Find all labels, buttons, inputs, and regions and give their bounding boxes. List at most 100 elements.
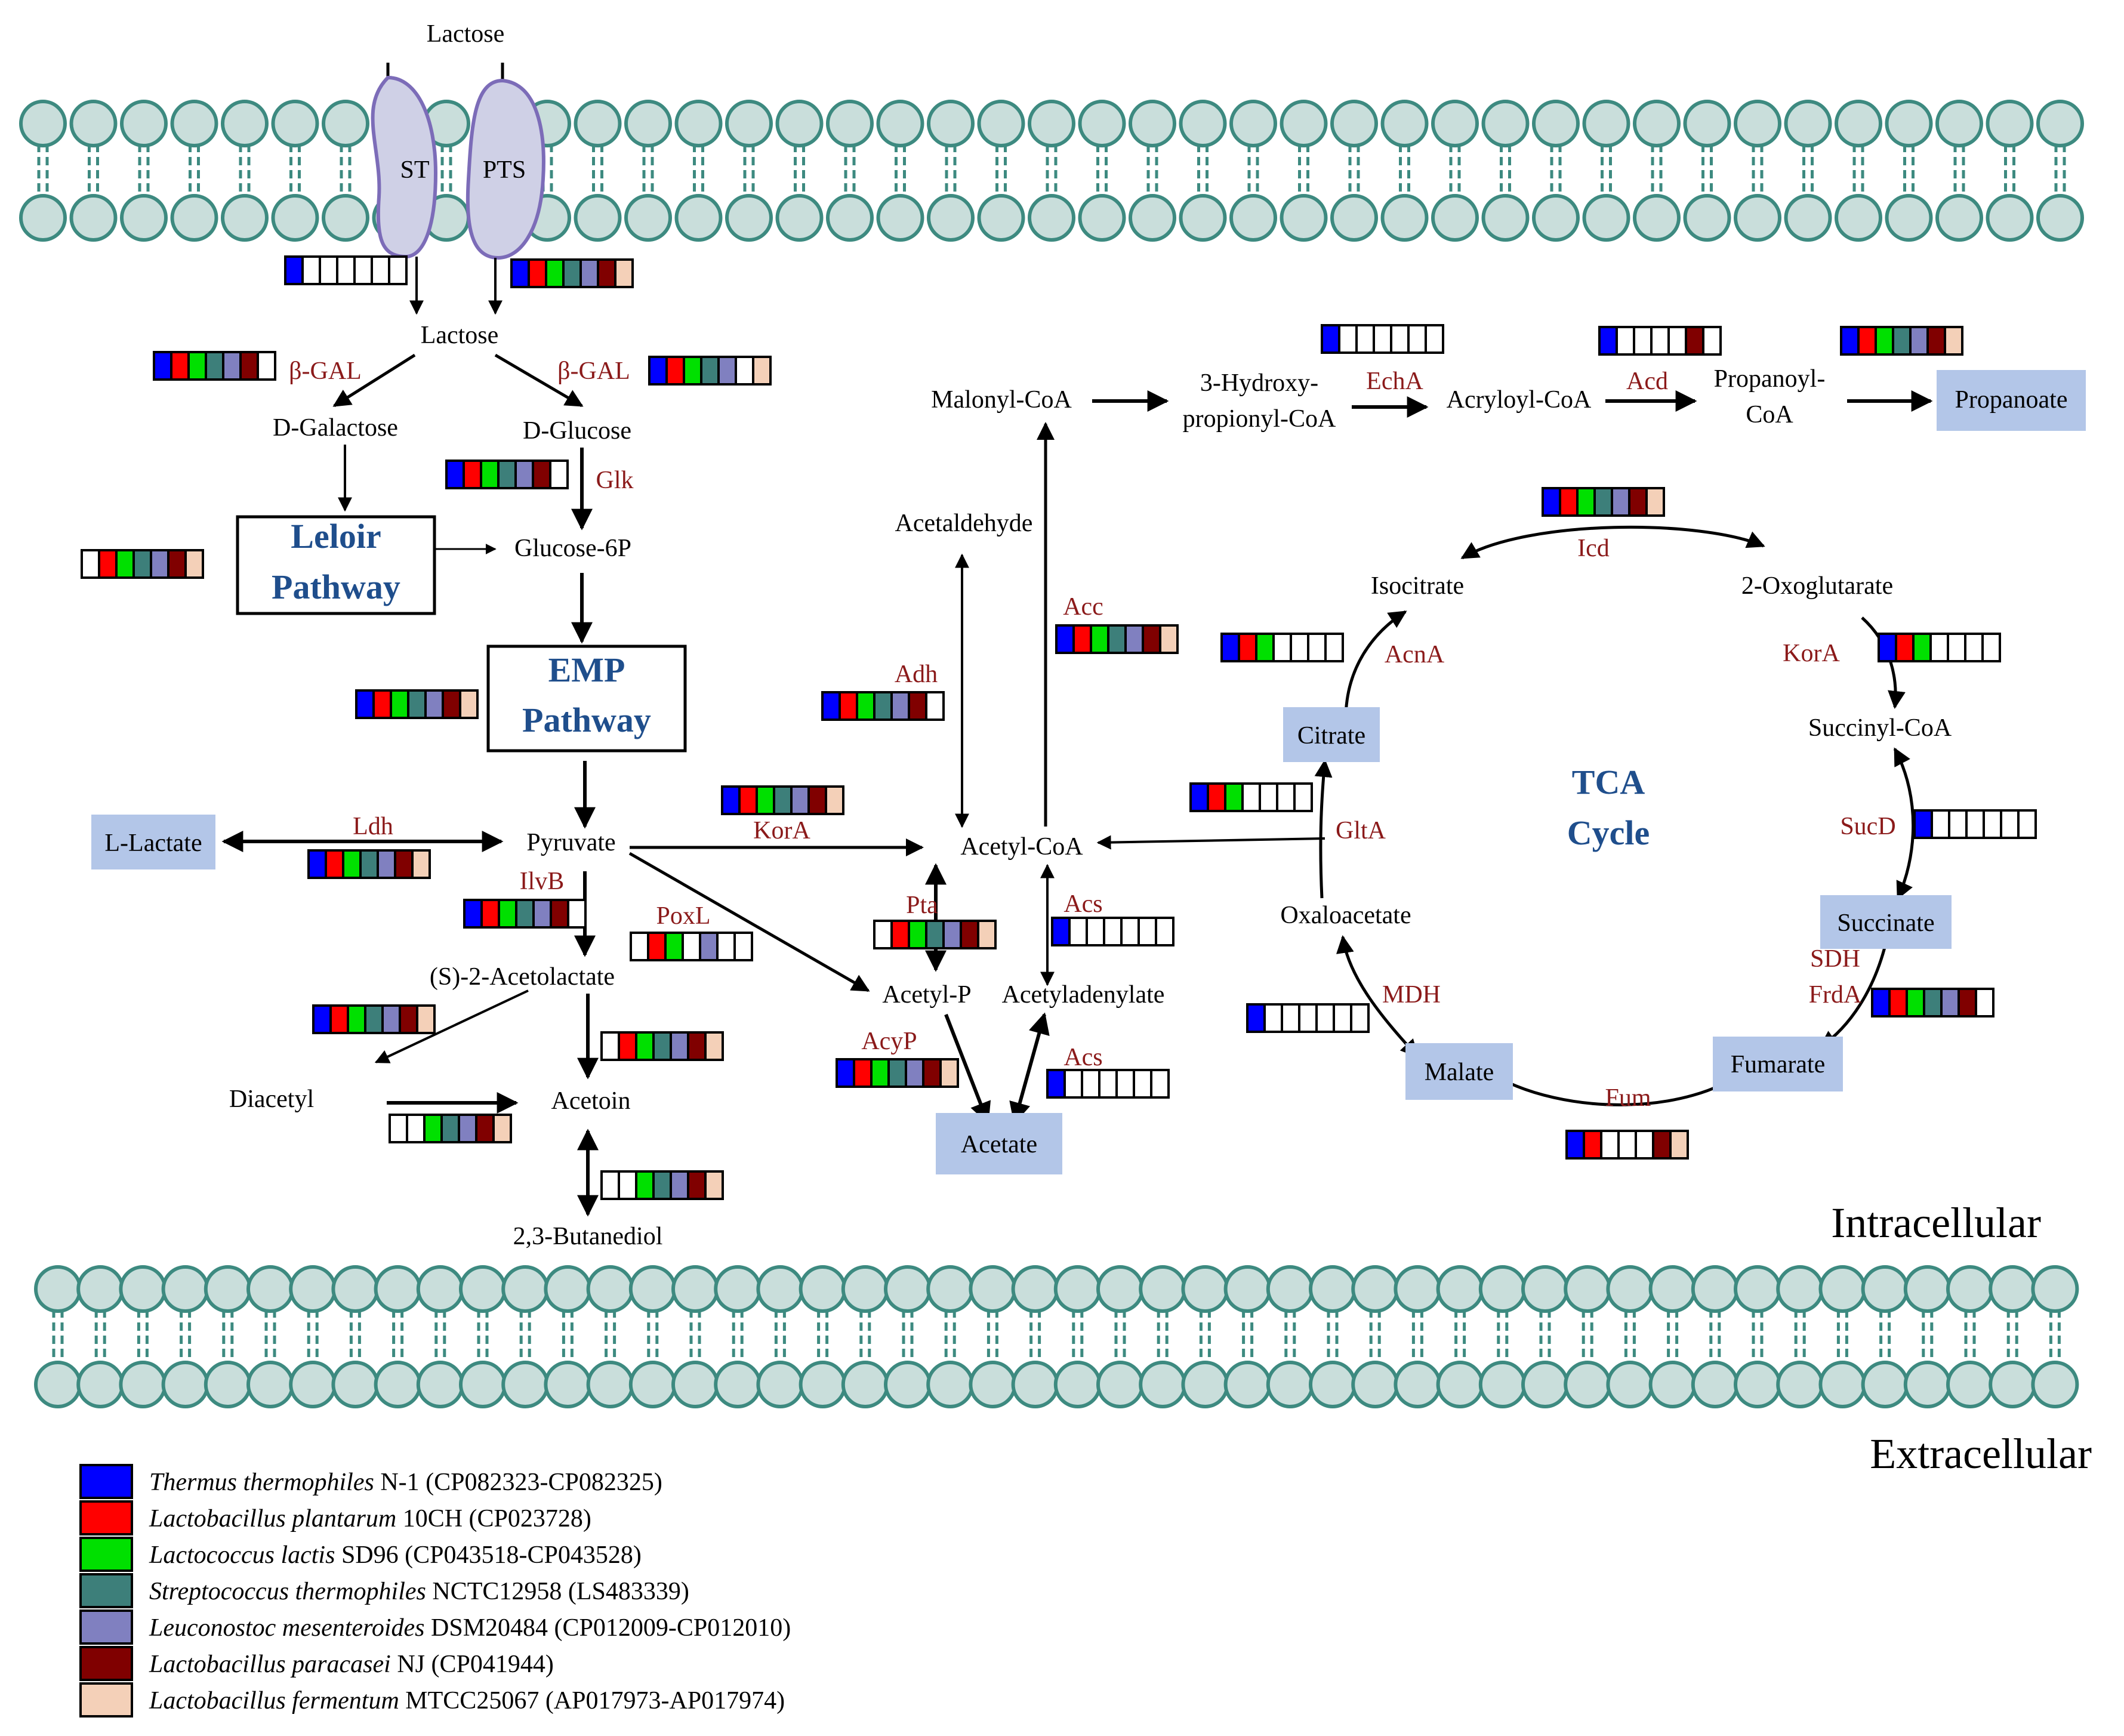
- presence-cell: [665, 356, 685, 386]
- presence-cell: [257, 351, 276, 381]
- presence-strip-sucd: [1913, 809, 2037, 839]
- product-succinate-label: Succinate: [1837, 909, 1934, 937]
- lipid-head: [1394, 1361, 1442, 1408]
- presence-cell: [1425, 324, 1444, 354]
- presence-cell: [515, 899, 535, 929]
- presence-strip-st: [284, 255, 408, 285]
- presence-cell: [475, 1114, 495, 1143]
- presence-cell: [1600, 1130, 1620, 1160]
- lipid-head: [161, 1361, 209, 1408]
- legend-row: Leuconostoc mesenteroides DSM20484 (CP01…: [79, 1609, 791, 1645]
- presence-cell: [497, 460, 517, 489]
- product-malate-label: Malate: [1425, 1059, 1494, 1086]
- lipid-head: [1330, 100, 1378, 147]
- product-citrate-label: Citrate: [1297, 722, 1365, 750]
- enzyme-sucd: SucD: [1840, 813, 1895, 840]
- reaction-arrows: [221, 257, 1933, 1217]
- presence-cell: [856, 691, 876, 721]
- lipid-head: [1648, 1361, 1697, 1408]
- presence-cell: [329, 1004, 349, 1034]
- presence-cell: [905, 1058, 924, 1088]
- product-malate: Malate: [1405, 1043, 1513, 1100]
- legend-label: Streptococcus thermophiles NCTC12958 (LS…: [149, 1578, 689, 1605]
- lipid-head: [1986, 100, 2034, 147]
- presence-cell: [81, 549, 100, 579]
- metabolite-hydroxypropionyl-line2: propionyl-CoA: [1183, 405, 1336, 433]
- presence-cell: [239, 351, 259, 381]
- presence-cell: [406, 1114, 426, 1143]
- product-acetate-label: Acetate: [961, 1131, 1037, 1158]
- presence-cell: [614, 258, 634, 288]
- presence-strip-ldh: [307, 849, 431, 879]
- metabolite-succinyl-coa: Succinyl-CoA: [1808, 714, 1952, 742]
- lipid-head: [1861, 1265, 1909, 1313]
- presence-cell: [1315, 1003, 1335, 1033]
- enzyme-kora-pyruvate: KorA: [753, 817, 810, 844]
- presence-cell: [205, 351, 224, 381]
- lipid-head: [884, 1361, 932, 1408]
- lipid-head: [969, 1361, 1017, 1408]
- product-l-lactate-label: L-Lactate: [104, 830, 202, 857]
- enzyme-adh: Adh: [895, 661, 938, 688]
- lipid-head: [1989, 1361, 2037, 1408]
- lipid-head: [1309, 1361, 1357, 1408]
- lipid-head: [1582, 194, 1630, 242]
- lipid-head: [1266, 1361, 1314, 1408]
- presence-cell: [942, 920, 962, 949]
- lipid-head: [1330, 194, 1378, 242]
- lipid-head: [69, 100, 118, 147]
- lipid-head: [1011, 1265, 1059, 1313]
- arrow-pyruvate-to-acetylp: [628, 852, 870, 992]
- presence-cell: [1241, 782, 1261, 812]
- presence-cell: [1667, 326, 1687, 356]
- presence-cell: [1840, 326, 1860, 356]
- lipid-head: [119, 1265, 167, 1313]
- presence-cell: [1948, 809, 1968, 839]
- presence-cell: [353, 255, 373, 285]
- presence-cell: [635, 1170, 655, 1200]
- enzyme-acna: AcnA: [1385, 641, 1445, 668]
- presence-cell: [1542, 487, 1561, 517]
- legend-row: Streptococcus thermophiles NCTC12958 (LS…: [79, 1573, 689, 1608]
- presence-cell: [1912, 633, 1932, 662]
- presence-cell: [222, 351, 242, 381]
- presence-cell: [597, 258, 616, 288]
- legend-swatch: [79, 1537, 133, 1572]
- lipid-head: [416, 1361, 464, 1408]
- presence-strip-glta: [1189, 782, 1313, 812]
- presence-cell: [600, 1031, 620, 1061]
- presence-cell: [463, 460, 482, 489]
- presence-strip-mdh: [1246, 1003, 1370, 1033]
- lipid-head: [331, 1265, 380, 1313]
- lipid-head: [725, 100, 773, 147]
- metabolite-malonyl-coa: Malonyl-CoA: [931, 386, 1072, 414]
- presence-cell: [1072, 624, 1092, 654]
- legend-swatch: [79, 1609, 133, 1645]
- lipid-head: [1394, 1265, 1442, 1313]
- presence-cell: [1238, 633, 1257, 662]
- lipid-head: [775, 100, 824, 147]
- lipid-head: [841, 1361, 889, 1408]
- presence-cell: [359, 849, 379, 879]
- presence-strip-ilvb: [463, 899, 587, 929]
- presence-cell: [1263, 1003, 1283, 1033]
- metabolite-acryloyl-coa: Acryloyl-CoA: [1447, 386, 1592, 414]
- lipid-head: [69, 194, 118, 242]
- presence-cell: [301, 255, 321, 285]
- presence-cell: [1350, 1003, 1370, 1033]
- presence-cell: [1124, 624, 1144, 654]
- enzyme-acyp: AcyP: [861, 1028, 917, 1055]
- presence-cell: [549, 460, 569, 489]
- lipid-head: [1903, 1361, 1952, 1408]
- arrow-tca-sucd: [1893, 747, 1915, 900]
- presence-cell: [1923, 988, 1943, 1017]
- lipid-head: [756, 1361, 804, 1408]
- presence-cell: [977, 920, 997, 949]
- lipid-head: [725, 194, 773, 242]
- legend-row: Lactobacillus paracasei NJ (CP041944): [79, 1646, 554, 1681]
- presence-strip-bgal-right: [648, 356, 772, 386]
- lipid-head: [1028, 194, 1075, 242]
- legend-swatch: [79, 1646, 133, 1681]
- arrow-tca-mdh: [1336, 935, 1419, 1058]
- presence-cell: [510, 258, 530, 288]
